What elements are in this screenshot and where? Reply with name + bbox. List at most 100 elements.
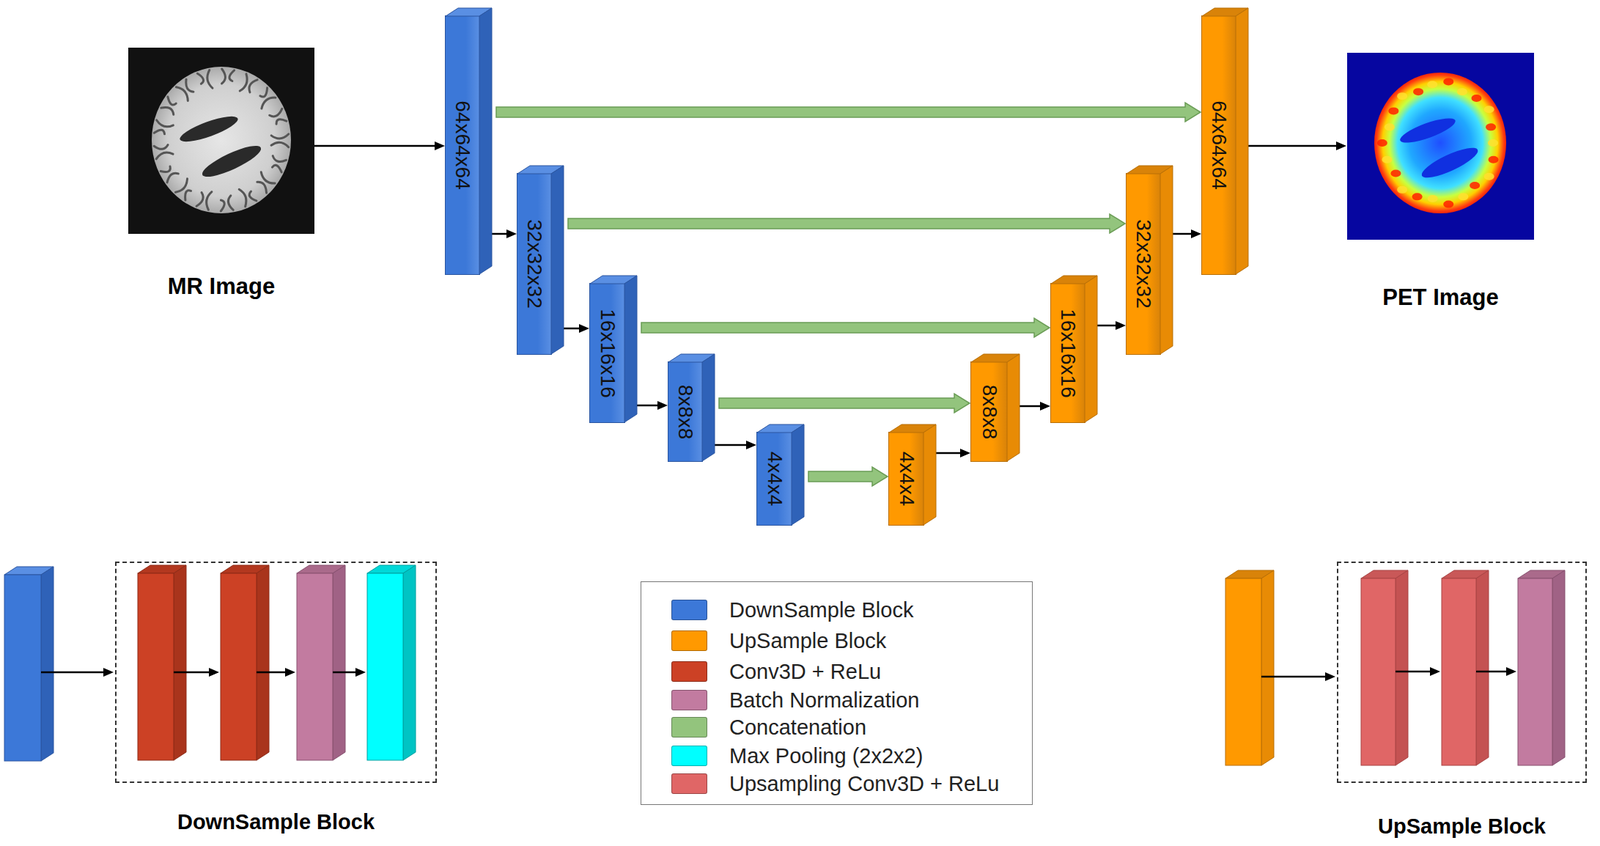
flow-arrow bbox=[935, 448, 971, 458]
pet-spot bbox=[1457, 192, 1469, 201]
mr-background bbox=[128, 47, 315, 234]
block-side-face bbox=[1084, 275, 1098, 423]
mr-sulcus bbox=[207, 70, 213, 89]
concat-arrow-body bbox=[719, 393, 970, 413]
arrow-head bbox=[1429, 666, 1441, 676]
size-label: 32x32x32 bbox=[522, 219, 547, 308]
mr-sulcus bbox=[206, 192, 212, 211]
legend-swatch bbox=[671, 661, 708, 682]
legend-row: Upsampling Conv3D + ReLu bbox=[641, 771, 1032, 796]
pet-spot bbox=[1396, 92, 1408, 100]
size-label: 16x16x16 bbox=[595, 308, 620, 398]
upsample-block: 4x4x4 bbox=[889, 432, 924, 525]
block-side-face bbox=[624, 275, 637, 423]
arrow-head bbox=[285, 667, 296, 677]
pet-brain bbox=[1374, 72, 1507, 214]
legend-label: Conv3D + ReLu bbox=[729, 658, 881, 684]
mr-sulcus bbox=[276, 119, 287, 124]
arrow-line bbox=[491, 233, 508, 236]
arrow-head bbox=[1336, 141, 1347, 151]
image-caption: MR Image bbox=[167, 273, 275, 300]
arrow-head bbox=[208, 667, 220, 677]
mr-sulcus bbox=[271, 134, 289, 139]
block-side-face bbox=[1476, 570, 1489, 766]
downsample-block: 32x32x32 bbox=[517, 173, 552, 355]
block-side-face bbox=[1552, 570, 1565, 766]
mr-sulcus bbox=[196, 192, 204, 207]
mr-brain bbox=[151, 66, 291, 214]
legend-swatch bbox=[671, 630, 708, 651]
legend-swatch bbox=[671, 716, 708, 738]
arrow-head bbox=[434, 141, 445, 151]
mr-sulcus bbox=[261, 97, 276, 109]
batch-norm-block bbox=[296, 565, 346, 761]
legend-label: Concatenation bbox=[729, 714, 867, 740]
arrow-line bbox=[714, 444, 748, 447]
mr-sulcus bbox=[239, 74, 247, 91]
pet-spot bbox=[1485, 123, 1496, 131]
size-label: 32x32x32 bbox=[1131, 219, 1156, 308]
pet-spot bbox=[1469, 181, 1480, 190]
conv3d-relu-block bbox=[220, 565, 269, 761]
block-front-face bbox=[367, 573, 404, 761]
block-caption: UpSample Block bbox=[1377, 812, 1546, 840]
legend-label: Max Pooling (2x2x2) bbox=[729, 743, 923, 769]
arrow-head bbox=[746, 440, 757, 450]
mr-sulcus bbox=[229, 70, 235, 82]
block-side-face bbox=[1160, 165, 1173, 355]
pet-ventricle bbox=[1418, 142, 1481, 183]
pet-ventricle bbox=[1397, 113, 1458, 148]
arrow-line bbox=[1261, 675, 1327, 678]
upsampling-conv-block bbox=[1361, 570, 1408, 766]
flow-arrow bbox=[714, 440, 757, 450]
block-side-face bbox=[551, 165, 564, 355]
block-front-face bbox=[1441, 578, 1477, 766]
mr-sulcus bbox=[175, 87, 188, 102]
flow-arrow bbox=[563, 323, 590, 333]
mr-ventricle bbox=[198, 139, 264, 182]
downsample-block: 8x8x8 bbox=[668, 362, 703, 462]
legend-row: DownSample Block bbox=[641, 597, 1032, 623]
legend-row: Concatenation bbox=[641, 714, 1032, 740]
downsample-sample-block bbox=[4, 566, 54, 761]
block-front-face bbox=[220, 573, 257, 761]
concat-arrow-body bbox=[641, 318, 1050, 338]
figure-arrow bbox=[332, 667, 366, 677]
block-front-face bbox=[1225, 578, 1262, 766]
legend-swatch bbox=[671, 599, 708, 621]
size-label: 64x64x64 bbox=[450, 100, 475, 190]
mr-sulcus bbox=[167, 172, 179, 183]
arrow-head bbox=[103, 667, 114, 677]
flow-arrow bbox=[1019, 401, 1051, 411]
mr-sulcus bbox=[185, 190, 192, 201]
arrow-head bbox=[579, 323, 590, 333]
pet-spot bbox=[1471, 94, 1482, 102]
size-label: 8x8x8 bbox=[673, 384, 698, 440]
legend-label: Upsampling Conv3D + ReLu bbox=[729, 771, 999, 796]
legend-label: Batch Normalization bbox=[729, 687, 920, 713]
arrow-line bbox=[41, 671, 105, 674]
concat-arrow-body bbox=[568, 214, 1126, 234]
pet-spot bbox=[1488, 156, 1499, 164]
figure-arrow bbox=[1395, 666, 1441, 676]
image-caption: PET Image bbox=[1382, 284, 1499, 311]
concatenation-arrow bbox=[568, 214, 1126, 234]
legend-swatch bbox=[671, 773, 708, 794]
mr-image bbox=[128, 47, 315, 234]
block-detail-group: DownSample Block bbox=[115, 561, 437, 783]
pet-spot bbox=[1413, 87, 1424, 96]
figure-arrow bbox=[256, 667, 296, 677]
mr-sulcus bbox=[220, 200, 225, 212]
arrow-head bbox=[1325, 672, 1336, 681]
mr-sulcus bbox=[197, 73, 204, 84]
mr-sulcus bbox=[222, 68, 226, 84]
mr-sulcus bbox=[156, 120, 174, 127]
arrow-line bbox=[1395, 670, 1432, 673]
size-label: 8x8x8 bbox=[977, 384, 1002, 440]
pet-spot bbox=[1384, 123, 1395, 131]
block-side-face bbox=[173, 565, 187, 761]
legend-swatch bbox=[671, 745, 708, 766]
size-label: 16x16x16 bbox=[1056, 308, 1080, 398]
figure-arrow bbox=[1261, 672, 1336, 681]
pet-spot bbox=[1388, 107, 1399, 115]
